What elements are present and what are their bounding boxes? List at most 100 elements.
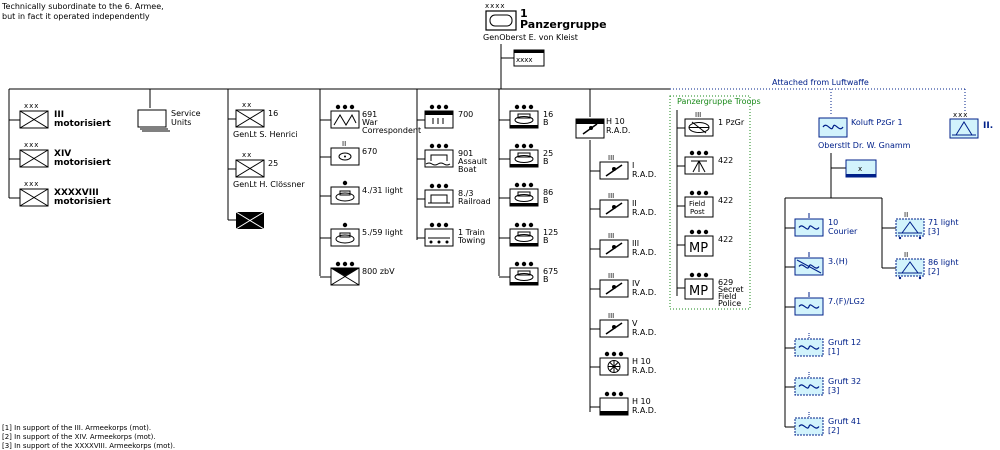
unit-number: 86	[543, 188, 553, 197]
unit-label-2: [3]	[828, 386, 839, 395]
field-post-label-2: Post	[690, 208, 705, 216]
svg-text:II: II	[904, 211, 908, 219]
unit-label-3: Boat	[458, 165, 476, 174]
svg-text:III: III	[695, 111, 701, 119]
unit-label-3: Field	[718, 292, 736, 301]
svg-text:II: II	[342, 140, 346, 148]
unit-number: II	[632, 199, 637, 208]
hq-name: Panzergruppe	[520, 18, 607, 31]
supply-column: 25B	[499, 143, 553, 168]
echelon-marks: xxx	[24, 180, 39, 188]
unit-label-2: R.A.D.	[632, 366, 656, 375]
unit-label-4: Police	[718, 299, 741, 308]
koluft-num: Koluft PzGr 1	[851, 118, 903, 127]
unit-number: 700	[458, 110, 473, 119]
koluft-staff: x	[845, 159, 877, 178]
hq-number: 1	[520, 7, 528, 20]
supply-column: 16B	[499, 104, 553, 129]
mp-label: MP	[689, 241, 708, 256]
unit-label-2: R.A.D.	[632, 170, 656, 179]
unit-number: III	[632, 239, 639, 248]
unit-number: 670	[362, 147, 377, 156]
hq-echelon-marks: xxxx	[485, 2, 506, 10]
mp-label: MP	[689, 284, 708, 299]
footnote-2: [2] In support of the XIV. Armeekorps (m…	[2, 433, 156, 441]
top-note-line-1: Technically subordinate to the 6. Armee,	[1, 2, 164, 11]
echelon-marks: xxx	[24, 141, 39, 149]
air-unit: Gruft 12[1]	[785, 333, 861, 357]
unit-number: 86 light	[928, 258, 958, 267]
rad-hq-num: H 10	[606, 117, 625, 126]
koluft-unit: Koluft PzGr 1 Oberstlt Dr. W. Gnamm	[818, 117, 911, 150]
unit-number: 422	[718, 196, 733, 205]
unit-number: I	[632, 161, 634, 170]
hq-commander: GenOberst E. von Kleist	[483, 33, 578, 42]
unit-number: 675	[543, 267, 558, 276]
unit-number: 800 zbV	[362, 267, 395, 276]
unit-label-2: B	[543, 236, 549, 245]
svg-text:III: III	[608, 192, 614, 200]
rad-unit: H 10R.A.D.	[590, 351, 656, 376]
unit-number: 691	[362, 110, 377, 119]
troops-box	[669, 95, 751, 310]
division-commander: GenLt S. Henrici	[233, 130, 298, 139]
unit-label-2: R.A.D.	[632, 248, 656, 257]
unit-number: 5./59 light	[362, 228, 403, 237]
unit-label-2: B	[543, 157, 549, 166]
division-number: 16	[268, 109, 278, 118]
division-number: 25	[268, 159, 278, 168]
unit-label-2: B	[543, 196, 549, 205]
unit-number: 4./31 light	[362, 186, 403, 195]
luft-flak-corps: xxx II.	[949, 111, 993, 139]
unit-number: 10	[828, 218, 838, 227]
echelon-marks: xx	[242, 101, 252, 109]
unit-number: 629	[718, 278, 733, 287]
unit-label-2: [2]	[828, 426, 839, 435]
corps-number: XIV	[54, 149, 71, 159]
luft-right-num: II.	[983, 121, 993, 131]
top-note-line-2: but in fact it operated independently	[2, 12, 150, 21]
unit-number: H 10	[632, 357, 651, 366]
unit-number: 901	[458, 149, 473, 158]
unit-label-3: Correspondent	[362, 126, 421, 135]
unit-number: 3.(H)	[828, 257, 848, 266]
unit-number: Gruft 32	[828, 377, 861, 386]
corps-type: motorisiert	[54, 197, 112, 207]
unit-label-2: B	[543, 118, 549, 127]
support-unit: 700	[417, 104, 473, 129]
army-troop-unit: 800 zbV	[320, 261, 395, 286]
unit-number: 7.(F)/LG2	[828, 297, 865, 306]
unit-label-2: B	[543, 275, 549, 284]
hq-unit: xxxx 1 Panzergruppe GenOberst E. von Kle…	[483, 2, 607, 42]
unit-number: 25	[543, 149, 553, 158]
svg-text:III: III	[608, 312, 614, 320]
unit-number: Gruft 41	[828, 417, 861, 426]
unit-number: 1 Train	[458, 228, 485, 237]
unit-number: 422	[718, 235, 733, 244]
corps-type: motorisiert	[54, 119, 112, 129]
unit-label-2: [1]	[828, 347, 839, 356]
svg-text:x: x	[858, 165, 862, 173]
corps-number: III	[54, 110, 64, 120]
hq-staff: xxxx	[513, 49, 545, 67]
luftwaffe-label: Attached from Luftwaffe	[772, 78, 869, 87]
